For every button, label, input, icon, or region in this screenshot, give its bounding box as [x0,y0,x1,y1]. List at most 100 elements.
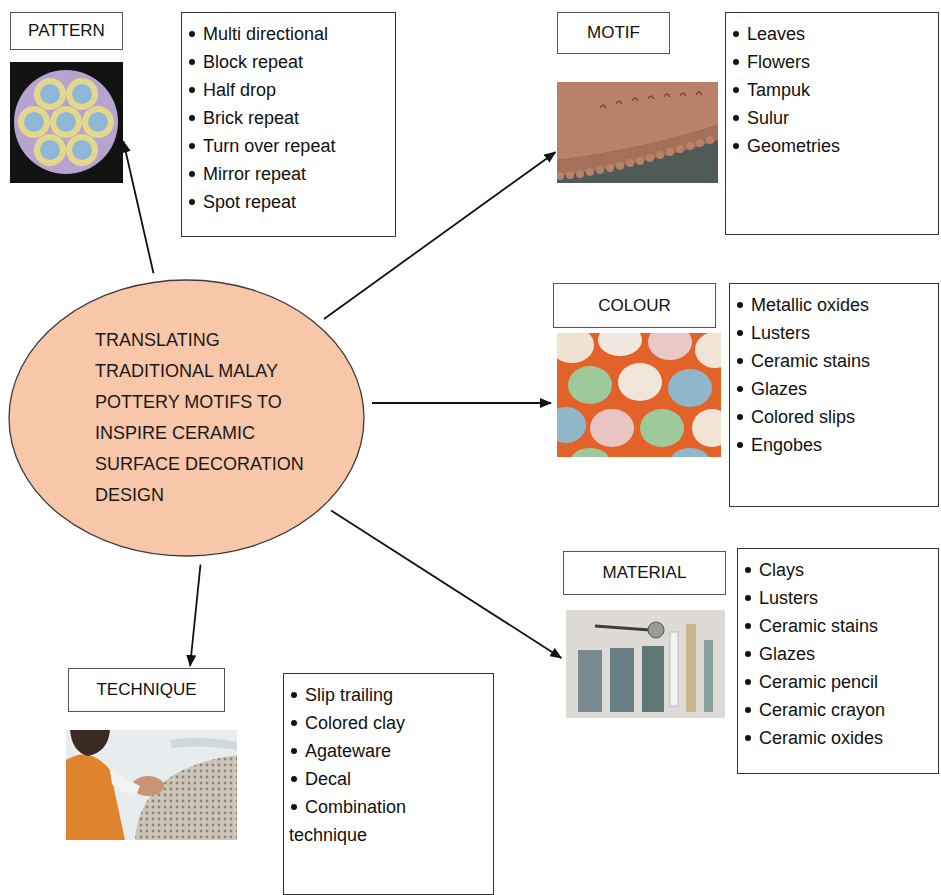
central-ellipse: TRANSLATING TRADITIONAL MALAY POTTERY MO… [8,279,365,557]
list-item: Lusters [743,584,930,612]
category-header: MOTIF [557,12,670,54]
bullet-dot [189,199,195,205]
category-node: TECHNIQUE [66,668,237,840]
list-item: Turn over repeat [187,132,387,160]
list-item-text: Colored clay [305,713,405,733]
category-label: TECHNIQUE [96,680,196,700]
list-item-text: Lusters [759,588,818,608]
list-item: Brick repeat [187,104,387,132]
category-label: MATERIAL [603,563,687,583]
list-item-text: Glazes [759,644,815,664]
bullet-dot [737,302,743,308]
list-item-text: Ceramic pencil [759,672,878,692]
list-item: Half drop [187,76,387,104]
list-item-text: Engobes [751,435,822,455]
list-item-text: Metallic oxides [751,295,869,315]
list-item-text: Geometries [747,136,840,156]
bullet-dot [745,679,751,685]
bullet-dot [189,115,195,121]
list-item: Ceramic pencil [743,668,930,696]
bullet-dot [733,31,739,37]
list-item-text: Leaves [747,24,805,44]
list-item: Combination technique [289,793,439,849]
bullet-dot [733,87,739,93]
list-item: Mirror repeat [187,160,387,188]
list-item-text: Ceramic stains [751,351,870,371]
bullet-list-box: Multi directionalBlock repeatHalf dropBr… [181,12,396,237]
list-item: Clays [743,556,930,584]
category-node: COLOUR [553,283,721,457]
list-item-text: Multi directional [203,24,328,44]
bullet-list-box: Slip trailingColored clayAgatewareDecalC… [283,673,494,895]
bullet-list-box: LeavesFlowersTampukSulurGeometries [725,12,939,235]
list-item: Spot repeat [187,188,387,216]
list-item: Flowers [731,48,930,76]
list-item-text: Flowers [747,52,810,72]
central-topic-text: TRANSLATING TRADITIONAL MALAY POTTERY MO… [95,325,313,511]
list-item-text: Brick repeat [203,108,299,128]
bullet-dot [733,59,739,65]
bullet-dot [737,414,743,420]
list-item-text: Mirror repeat [203,164,306,184]
list-item-text: Block repeat [203,52,303,72]
category-label: PATTERN [28,21,105,41]
list-item-text: Agateware [305,741,391,761]
arrow-connector [331,511,561,658]
list-item: Tampuk [731,76,930,104]
arrow-connector [190,565,200,667]
bullet-list-box: ClaysLustersCeramic stainsGlazesCeramic … [737,548,939,774]
list-item-text: Ceramic stains [759,616,878,636]
category-header: MATERIAL [563,551,726,595]
bullet-dot [291,692,297,698]
category-node: MOTIF [557,12,718,183]
bullet-dot [189,31,195,37]
bullet-dot [189,59,195,65]
list-item: Ceramic stains [735,347,930,375]
list-item-text: Ceramic oxides [759,728,883,748]
list-item: Glazes [735,375,930,403]
bullet-dot [189,143,195,149]
category-header: COLOUR [553,283,716,328]
list-item: Multi directional [187,20,387,48]
list-item-text: Decal [305,769,351,789]
list-item-text: Combination technique [289,797,406,845]
list-item: Geometries [731,132,930,160]
bullet-dot [737,386,743,392]
category-node: MATERIAL [563,551,726,718]
list-item: Slip trailing [289,681,439,709]
bullet-dot [189,87,195,93]
category-header: TECHNIQUE [68,668,225,712]
list-item: Engobes [735,431,930,459]
list-item: Ceramic oxides [743,724,930,752]
bullet-dot [189,171,195,177]
bullet-dot [291,804,297,810]
list-item-text: Glazes [751,379,807,399]
list-item: Agateware [289,737,439,765]
bullet-dot [737,330,743,336]
category-label: COLOUR [598,296,671,316]
list-item: Colored slips [735,403,930,431]
category-node: PATTERN [10,12,123,183]
list-item-text: Sulur [747,108,789,128]
ellipse-shape [9,280,364,556]
bullet-dot [745,651,751,657]
ellipse-outline [8,279,365,557]
list-item-text: Turn over repeat [203,136,335,156]
bullet-dot [737,442,743,448]
arrow-connector [123,142,153,274]
list-item-text: Lusters [751,323,810,343]
bullet-dot [745,595,751,601]
colour-photo [557,333,721,457]
bullet-dot [733,115,739,121]
category-header: PATTERN [10,12,123,50]
list-item: Ceramic stains [743,612,930,640]
material-photo [566,610,725,718]
motif-photo [557,82,718,183]
list-item-text: Half drop [203,80,276,100]
category-label: MOTIF [587,23,640,43]
bullet-dot [745,735,751,741]
bullet-dot [745,707,751,713]
list-item: Leaves [731,20,930,48]
list-item: Sulur [731,104,930,132]
